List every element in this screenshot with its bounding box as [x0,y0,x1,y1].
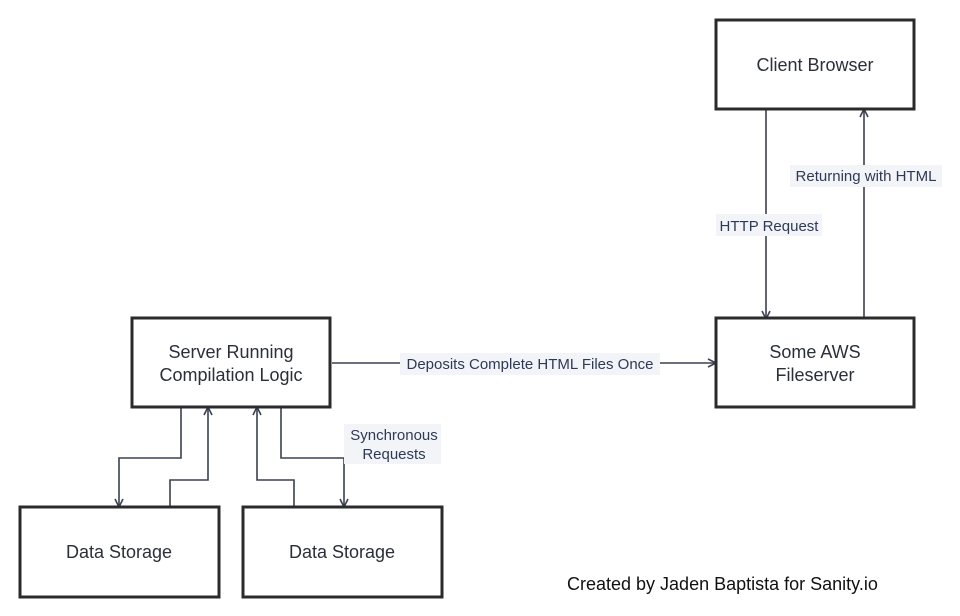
synchronous-label-line1: Synchronous [350,427,438,444]
returning-html-label-bg [790,165,942,187]
node-storage-left: Data Storage [18,505,221,599]
edge-response-left-storage [169,408,208,506]
edge-request-left-storage [119,408,182,506]
aws-fileserver-label-line1: Some AWS [769,342,860,362]
returning-html-label: Returning with HTML [796,168,937,185]
node-storage-right: Data Storage [241,505,444,599]
edge-response-right-storage [257,408,295,506]
deposits-label-bg [400,353,660,375]
synchronous-label-bg [344,424,441,464]
storage-left-label: Data Storage [66,542,172,562]
storage-right-label: Data Storage [289,542,395,562]
compile-server-label-line1: Server Running [168,342,293,362]
credit-text: Created by Jaden Baptista for Sanity.io [567,574,878,594]
node-compile-server: Server Running Compilation Logic [130,316,332,409]
aws-fileserver-label-line2: Fileserver [775,365,854,385]
node-client-browser: Client Browser [714,18,916,111]
deposits-label: Deposits Complete HTML Files Once [406,356,653,373]
client-browser-label: Client Browser [756,55,873,75]
http-request-label-bg [716,214,822,236]
http-request-label: HTTP Request [720,218,820,235]
synchronous-label-line2: Requests [362,446,425,463]
edge-request-right-storage [280,408,344,506]
node-aws-fileserver: Some AWS Fileserver [714,316,916,409]
compile-server-label-line2: Compilation Logic [159,365,302,385]
